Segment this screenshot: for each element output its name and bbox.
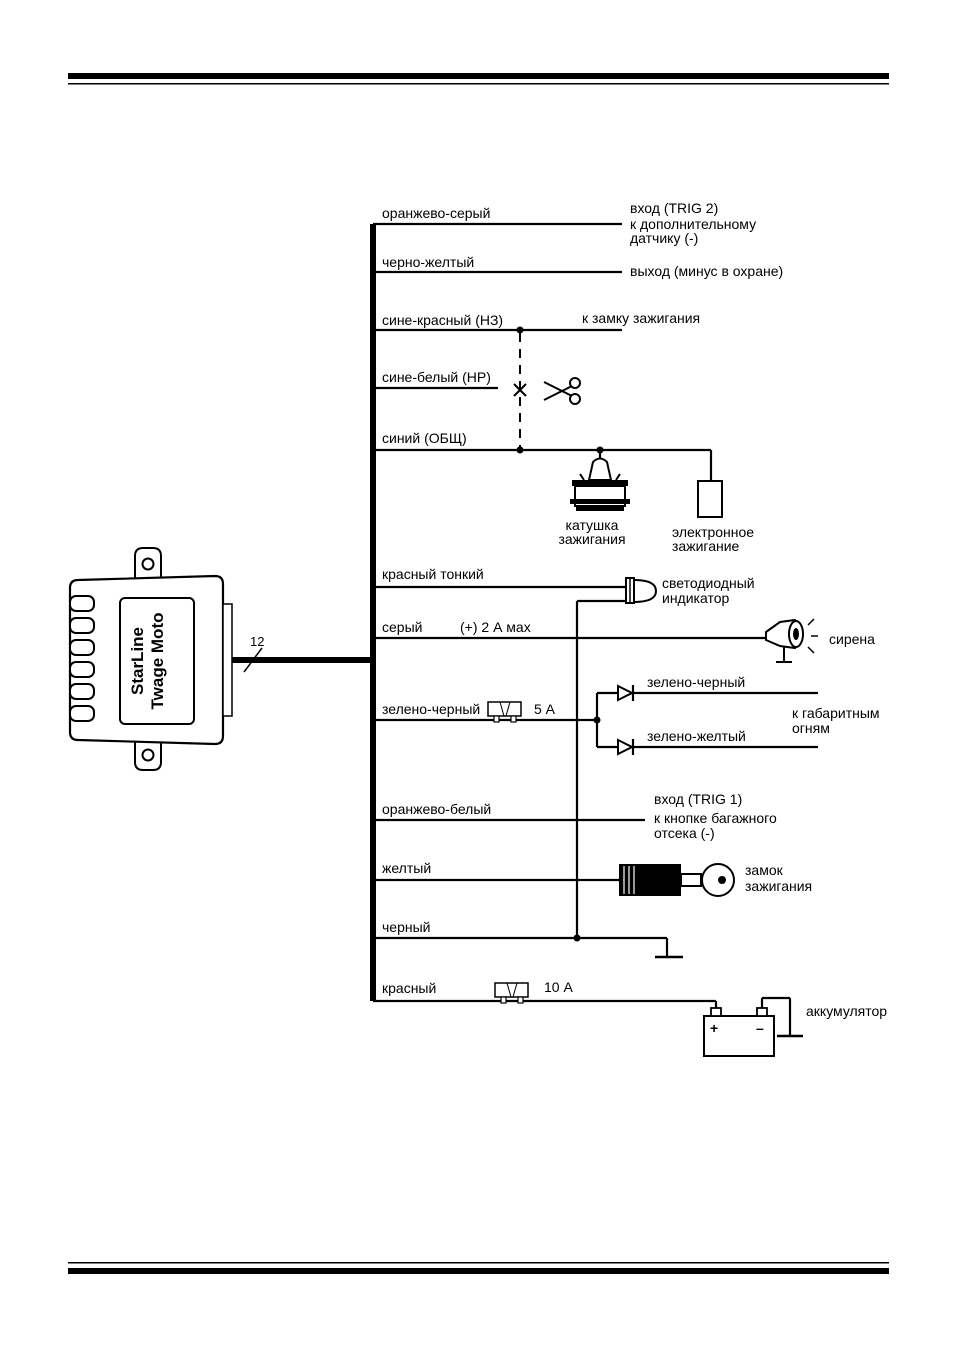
- battery-minus: –: [756, 1020, 764, 1036]
- wire-yellow: желтый: [373, 860, 619, 882]
- battery-icon: + –: [703, 1007, 775, 1057]
- dest-lock: зажигания: [745, 878, 812, 894]
- dest-electronic: зажигание: [672, 538, 740, 554]
- branch-green-black: зелено-черный: [647, 674, 745, 690]
- scissors-icon: [543, 377, 581, 405]
- module-connector: [222, 603, 233, 717]
- battery-plus: +: [710, 1020, 718, 1036]
- harness-count: 12: [250, 634, 264, 649]
- control-module: StarLine Twage Moto: [68, 547, 233, 771]
- dest-siren: сирена: [829, 631, 875, 647]
- ignition-coil-icon: [570, 457, 630, 511]
- fuse-5a-label: 5 А: [534, 701, 556, 717]
- mount-ear-top: [134, 547, 162, 578]
- wire-blue-common: синий (ОБЩ): [373, 430, 713, 481]
- dest-coil: зажигания: [558, 531, 625, 547]
- wire-label: зелено-черный: [382, 701, 480, 717]
- wire-label: оранжево-белый: [382, 801, 491, 817]
- wire-gray: серый (+) 2 А мах: [373, 619, 770, 640]
- dest-led: индикатор: [662, 590, 729, 606]
- led-indicator-icon: [625, 577, 658, 604]
- wire-red: красный: [373, 980, 718, 1014]
- gray-rating: (+) 2 А мах: [460, 619, 531, 635]
- wire-label: оранжево-серый: [382, 205, 490, 221]
- wire-label: черный: [382, 919, 430, 935]
- wire-label: желтый: [382, 860, 431, 876]
- dest-output-armed: выход (минус в охране): [630, 263, 783, 279]
- main-harness: 12: [232, 224, 376, 1001]
- fuse-10a-icon: [494, 982, 529, 1004]
- wire-label: красный: [382, 980, 436, 996]
- wire-label: красный тонкий: [382, 566, 484, 582]
- module-label-plate: [119, 597, 195, 725]
- wire-red-thin: красный тонкий: [373, 566, 626, 589]
- wire-black: черный: [373, 919, 669, 957]
- dest-electronic: электронное: [672, 524, 754, 540]
- brand-line-2: Twage Moto: [148, 613, 167, 710]
- battery-ground: [760, 996, 803, 1038]
- dest-battery: аккумулятор: [806, 1003, 887, 1019]
- wire-label: сине-красный (НЗ): [382, 312, 503, 328]
- dest-parking-lights: к габаритным: [792, 705, 880, 721]
- fuse-10a-label: 10 А: [544, 979, 573, 995]
- fuse-5a-icon: [487, 701, 522, 723]
- ignition-lock-icon: [619, 863, 735, 897]
- dest-trig2: к дополнительному: [630, 216, 756, 232]
- wire-label: серый: [382, 619, 422, 635]
- dest-trig2: вход (TRIG 2): [630, 200, 718, 216]
- mount-ear-bottom: [134, 740, 162, 771]
- wire-blue-red: сине-красный (НЗ): [373, 312, 622, 334]
- wire-label: сине-белый (НР): [382, 369, 491, 385]
- dest-trig1: вход (TRIG 1): [654, 791, 742, 807]
- footer-rule: [68, 1262, 889, 1274]
- wire-orange-gray: оранжево-серый: [373, 205, 622, 226]
- dest-trig1: отсека (-): [654, 825, 715, 841]
- branch-green-yellow: зелено-желтый: [647, 728, 746, 744]
- wire-green-black: зелено-черный: [373, 701, 597, 722]
- dest-trig1: к кнопке багажного: [654, 810, 777, 826]
- electronic-ignition-icon: [697, 480, 723, 518]
- dest-lock: замок: [745, 862, 784, 878]
- dest-trig2: датчику (-): [630, 230, 698, 246]
- wire-label: синий (ОБЩ): [382, 430, 467, 446]
- cut-jumper: [513, 333, 527, 450]
- wire-black-yellow: черно-желтый: [373, 254, 622, 274]
- diode-icon: [617, 738, 635, 756]
- wire-blue-white: сине-белый (НР): [373, 369, 498, 390]
- dest-led: светодиодный: [662, 575, 755, 591]
- dest-ignition-lock: к замку зажигания: [582, 310, 700, 326]
- wire-orange-white: оранжево-белый: [373, 801, 645, 822]
- dest-coil: катушка: [566, 517, 619, 533]
- brand-line-1: StarLine: [128, 627, 147, 695]
- module-ribs: [69, 595, 95, 722]
- dest-parking-lights: огням: [792, 720, 830, 736]
- siren-icon: [765, 618, 818, 663]
- wire-label: черно-желтый: [382, 254, 474, 270]
- header-rule: [68, 73, 889, 85]
- diode-icon: [617, 684, 635, 702]
